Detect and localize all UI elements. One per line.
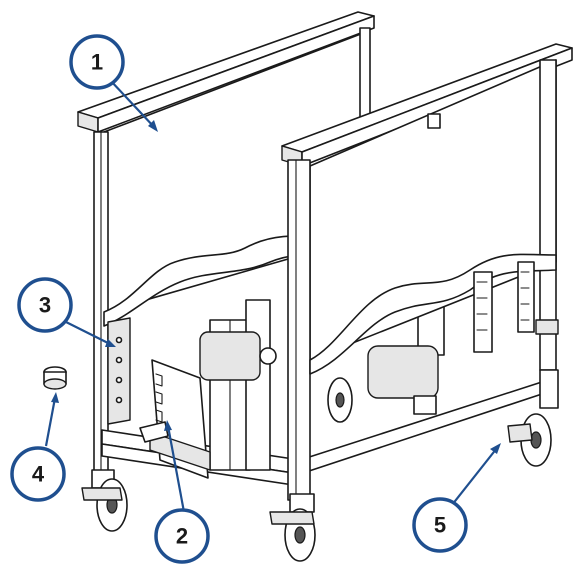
leader-line-3 (65, 321, 113, 346)
caster-front-left (269, 493, 316, 562)
foot-bracket (139, 359, 211, 479)
frame-bracket (107, 317, 131, 425)
slot-plate-right (473, 261, 535, 353)
callout-5-number: 5 (434, 513, 446, 538)
leader-line-5 (447, 447, 498, 511)
callout-4-number: 4 (32, 462, 45, 487)
cap (43, 366, 67, 390)
leader-line-1 (109, 79, 156, 129)
leader-line-2 (166, 425, 186, 513)
callout-1-number: 1 (91, 50, 103, 75)
callout-4: 4 (10, 446, 66, 502)
caster-rear-mid (327, 377, 353, 423)
leader-line-4 (44, 397, 57, 447)
callout-2: 2 (154, 508, 210, 564)
callout-5: 5 (412, 497, 468, 553)
leader-lines (44, 79, 501, 513)
caster-rear-left (81, 469, 128, 532)
caster-front-right (507, 369, 559, 467)
front-side-frame (281, 43, 573, 501)
callout-3-number: 3 (39, 293, 51, 318)
callout-1: 1 (69, 34, 125, 90)
callout-3: 3 (17, 277, 73, 333)
callout-2-number: 2 (176, 524, 188, 549)
